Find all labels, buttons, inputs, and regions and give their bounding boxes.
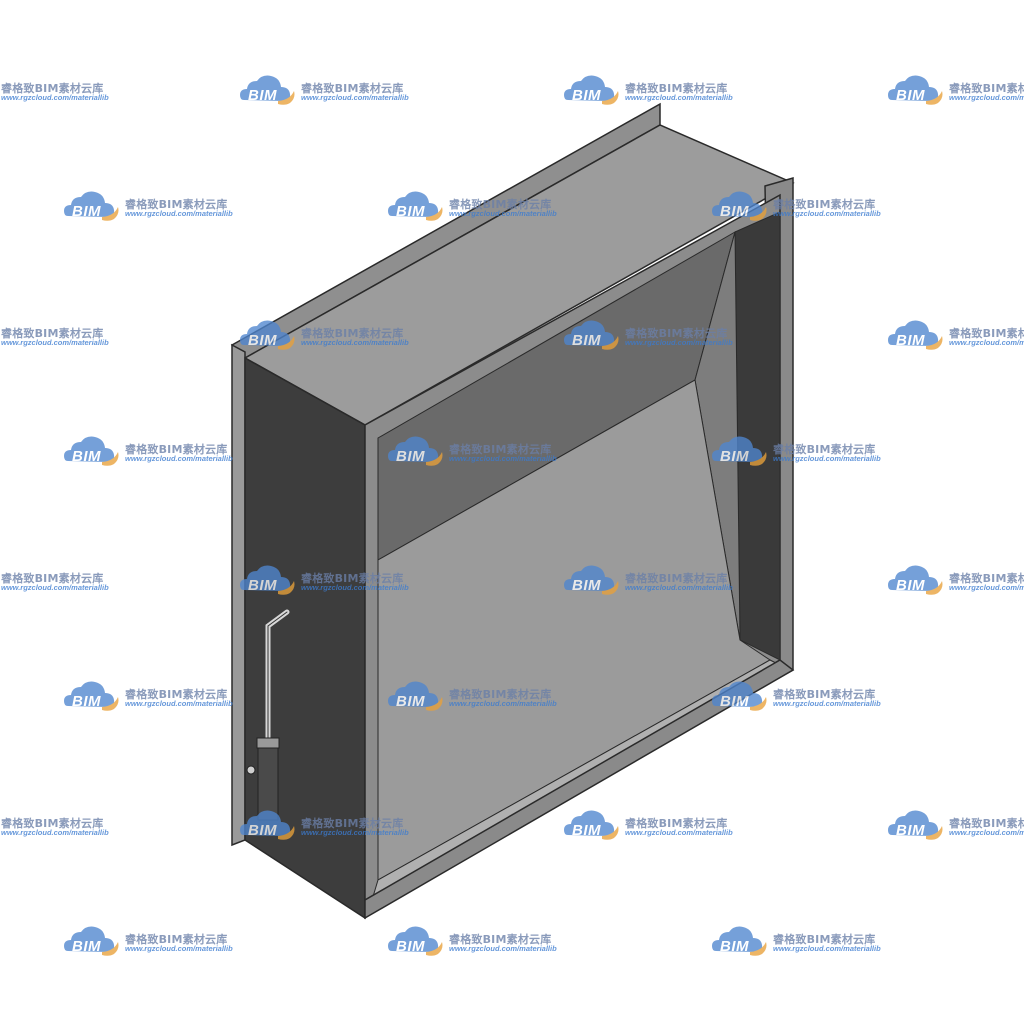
damper-handle-base <box>257 739 279 821</box>
interior-back-right <box>734 211 781 661</box>
interior-bottom <box>377 379 771 881</box>
damper-handle-collar <box>256 737 280 749</box>
damper-handle-screw <box>246 765 256 775</box>
frame-left-side <box>231 343 246 847</box>
frame-bottom-edge <box>364 659 795 920</box>
interior-left-wall <box>244 356 366 920</box>
damper-handle-rod-outline <box>267 611 288 743</box>
